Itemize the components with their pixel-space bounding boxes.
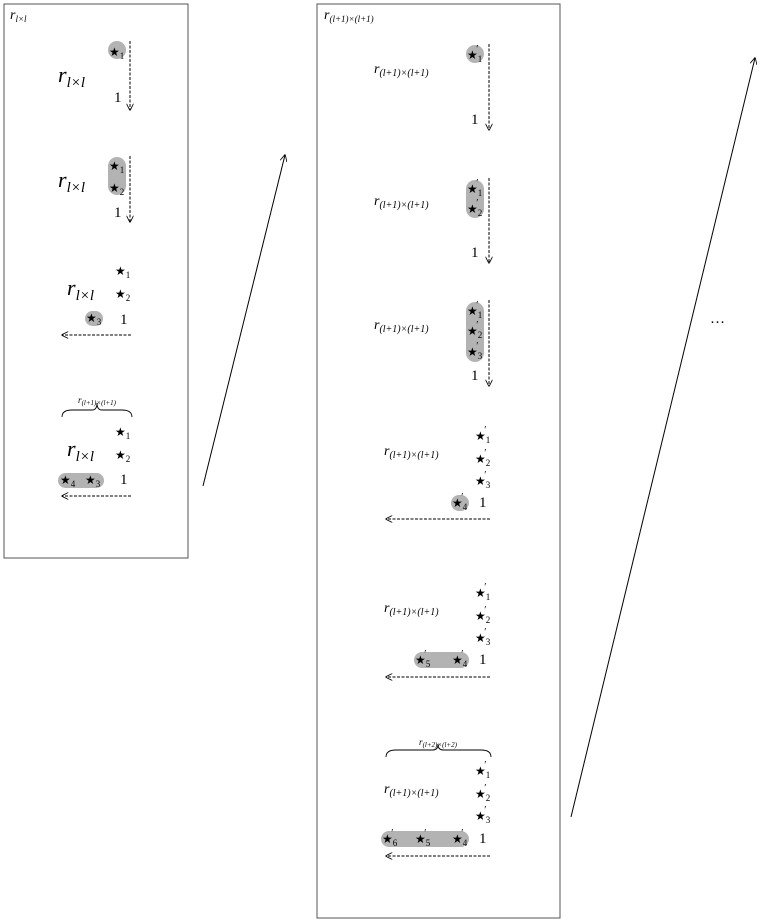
left-step-3-highlight	[85, 311, 103, 326]
one-label: 1	[120, 472, 128, 488]
left-step-1-highlight	[108, 41, 126, 59]
star-4-prime: ★4′	[452, 649, 468, 669]
left-step-1-symbol: rl×l	[58, 62, 85, 91]
right-step-6-symbol: r(l+1)×(l+1)	[384, 782, 439, 799]
right-step-2: r(l+1)×(l+1) ★1′ ★2′ 1	[374, 178, 489, 263]
star-1: ★1	[115, 425, 130, 441]
left-step-1: rl×l ★1 1	[58, 41, 130, 110]
right-step-4: r(l+1)×(l+1) ★1′ ★2′ ★3′ ★4′ 1	[384, 425, 491, 519]
right-step-5-highlight	[414, 652, 469, 668]
star-1-prime: ★1′	[475, 425, 490, 445]
right-step-2-symbol: r(l+1)×(l+1)	[374, 194, 429, 211]
star-3-prime: ★3′	[467, 341, 483, 361]
brace-label: r(l+1)×(l+1)	[78, 395, 117, 407]
right-step-1: r(l+1)×(l+1) ★1′ 1	[374, 44, 489, 130]
one-label: 1	[471, 245, 479, 261]
star-2-prime: ★2′	[475, 448, 490, 468]
left-step-4-highlight	[58, 473, 104, 488]
star-5-prime: ★5′	[415, 828, 431, 848]
transition-arrow-1	[202, 155, 285, 487]
left-step-4-symbol: rl×l	[67, 436, 94, 465]
right-step-2-highlight	[466, 180, 484, 218]
right-step-4-highlight	[451, 495, 469, 511]
left-step-2-symbol: rl×l	[58, 167, 85, 196]
brace-label: r(l+2)×(l+2)	[419, 737, 458, 749]
star-3-prime: ★3′	[475, 470, 491, 490]
star-6-prime: ★6′	[382, 828, 398, 848]
one-label: 1	[471, 368, 479, 384]
star-5-prime: ★5′	[415, 649, 431, 669]
star-3-prime: ★3′	[475, 627, 491, 647]
star-1-prime: ★1′	[475, 760, 490, 780]
right-panel-title: r(l+1)×(l+1)	[324, 8, 374, 24]
left-panel-title: rl×l	[10, 8, 27, 24]
left-step-2: rl×l ★1 ★2 1	[58, 156, 130, 222]
one-label: 1	[120, 312, 128, 328]
star-4: ★4	[60, 473, 76, 489]
one-label: 1	[479, 831, 487, 847]
right-step-6-highlight	[381, 831, 469, 847]
one-label: 1	[479, 652, 487, 668]
star-2-prime: ★2′	[467, 320, 482, 340]
one-label: 1	[479, 495, 487, 511]
star-1-prime: ★1′	[467, 178, 482, 198]
left-panel-frame	[3, 3, 189, 559]
star-2-prime: ★2′	[467, 198, 482, 218]
left-step-2-highlight	[108, 157, 126, 195]
right-step-1-symbol: r(l+1)×(l+1)	[374, 62, 429, 79]
brace	[61, 402, 133, 418]
star-2: ★2	[109, 181, 124, 197]
one-label: 1	[114, 90, 122, 106]
right-step-5-symbol: r(l+1)×(l+1)	[384, 601, 439, 618]
ellipsis: …	[710, 311, 725, 327]
right-step-3-highlight	[466, 302, 484, 362]
star-4-prime: ★4′	[452, 492, 468, 512]
transition-arrow-2	[570, 58, 755, 818]
right-step-5: r(l+1)×(l+1) ★1′ ★2′ ★3′ ★5′ ★4′ 1	[384, 582, 491, 677]
star-1: ★1	[109, 45, 124, 61]
right-panel-frame	[316, 3, 561, 919]
star-1-prime: ★1′	[467, 44, 482, 64]
star-2: ★2	[115, 287, 130, 303]
star-1: ★1	[109, 159, 124, 175]
left-step-4: r(l+1)×(l+1) ★1 ★2 rl×l ★4 ★3 1	[58, 395, 133, 496]
star-2: ★2	[115, 448, 130, 464]
right-step-1-highlight	[466, 45, 484, 63]
brace	[385, 743, 492, 758]
star-4-prime: ★4′	[452, 828, 468, 848]
star-3-prime: ★3′	[475, 805, 491, 825]
right-step-3: r(l+1)×(l+1) ★1′ ★2′ ★3′ 1	[374, 300, 489, 386]
one-label: 1	[114, 205, 122, 221]
star-3: ★3	[85, 473, 101, 489]
right-step-4-symbol: r(l+1)×(l+1)	[384, 444, 439, 461]
right-step-6: r(l+2)×(l+2) r(l+1)×(l+1) ★1′ ★2′ ★3′ ★6…	[381, 737, 492, 856]
star-2-prime: ★2′	[475, 783, 490, 803]
one-label: 1	[471, 112, 479, 128]
star-1-prime: ★1′	[467, 300, 482, 320]
left-step-3: ★1 ★2 rl×l ★3 1	[62, 264, 131, 335]
right-step-3-symbol: r(l+1)×(l+1)	[374, 318, 429, 335]
star-3: ★3	[86, 311, 102, 327]
star-2-prime: ★2′	[475, 605, 490, 625]
star-1: ★1	[115, 264, 130, 280]
left-step-3-symbol: rl×l	[67, 275, 94, 304]
star-1-prime: ★1′	[475, 582, 490, 602]
